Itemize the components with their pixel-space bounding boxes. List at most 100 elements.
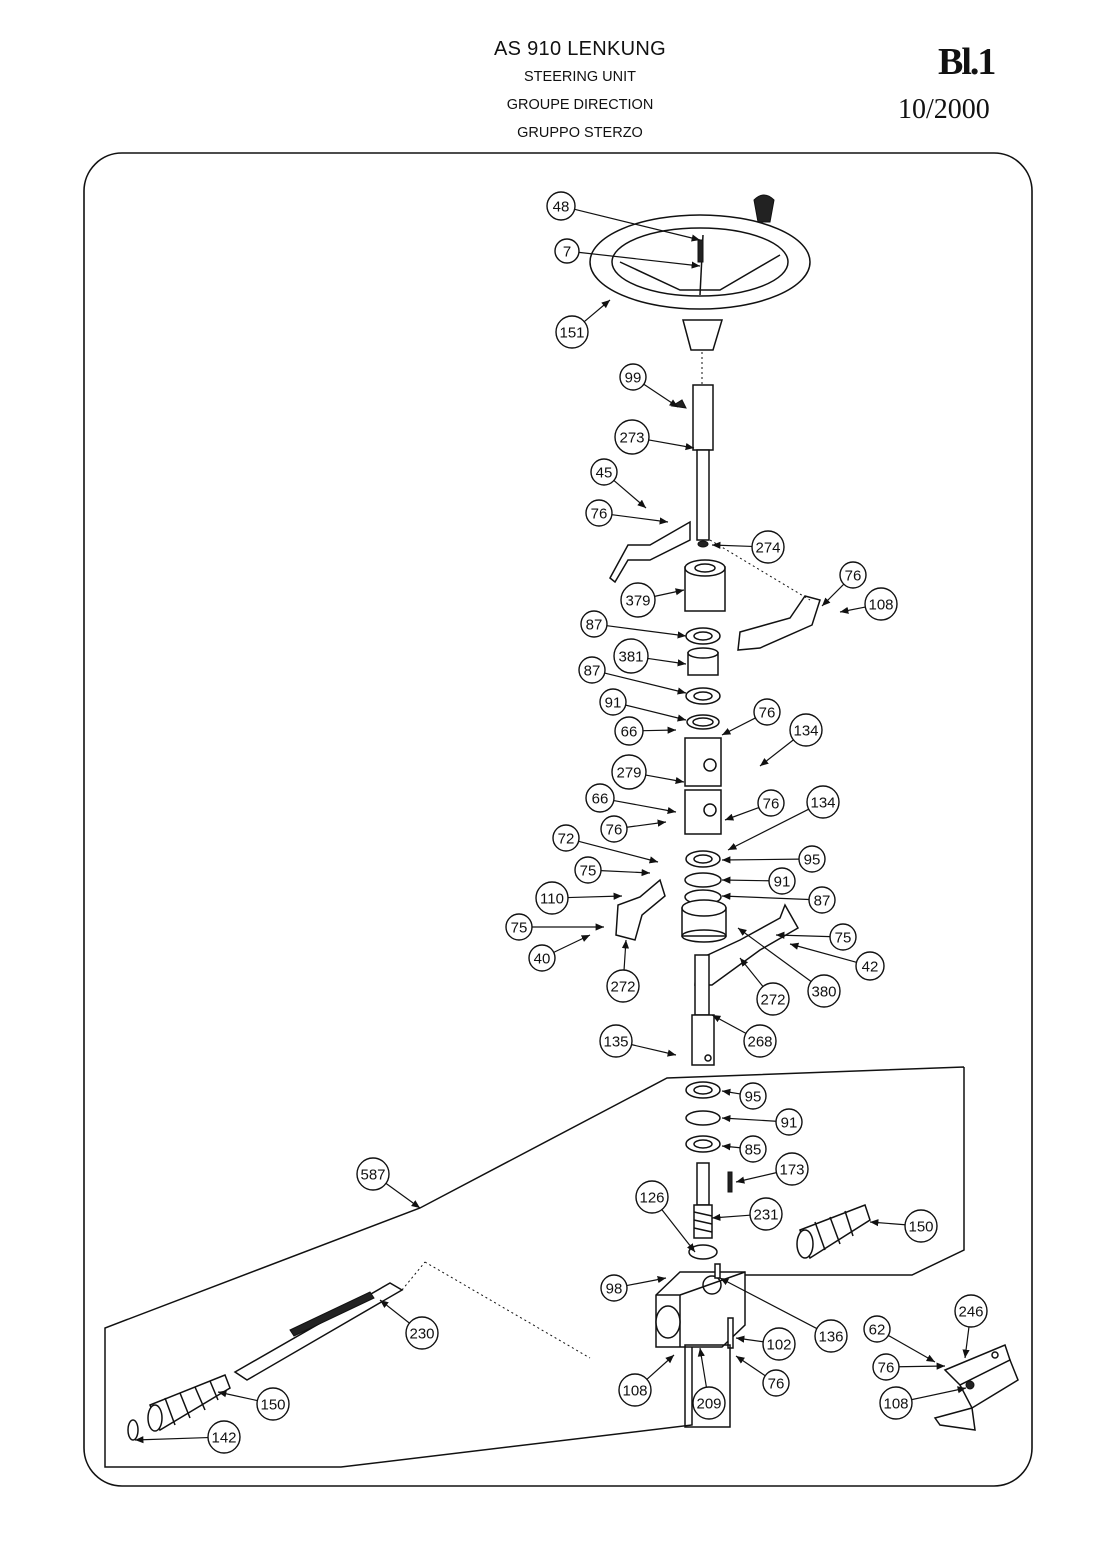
leader-line — [379, 1299, 410, 1324]
callout-bubble — [611, 754, 647, 790]
leader-line — [721, 717, 756, 736]
part-number-label: 87 — [584, 663, 601, 680]
subassembly-outline — [104, 1066, 965, 1468]
leader-line — [711, 1213, 751, 1221]
part-number-label: 62 — [869, 1322, 886, 1339]
callout-272b: 272 — [739, 957, 790, 1016]
part-number-label: 135 — [603, 1034, 628, 1051]
callout-587: 587 — [356, 1157, 421, 1209]
callout-87c: 87 — [721, 886, 836, 914]
callout-76b: 76 — [821, 561, 867, 607]
callout-bubble — [739, 1082, 767, 1110]
part-number-label: 151 — [559, 325, 584, 342]
callout-bubble — [600, 815, 628, 843]
leader-line — [735, 1172, 777, 1184]
part-number-label: 75 — [580, 863, 597, 880]
callout-bubble — [789, 713, 823, 747]
callout-bubble — [528, 944, 556, 972]
leader-line — [567, 892, 623, 900]
leader-line — [645, 774, 685, 785]
diagram-title: AS 910 LENKUNG — [493, 38, 667, 60]
part-number-label: 48 — [553, 199, 570, 216]
leader-line — [631, 1044, 677, 1057]
part-number-label: 76 — [759, 705, 776, 722]
bearing-housing-379 — [684, 559, 726, 612]
callout-268: 268 — [711, 1014, 777, 1058]
part-number-label: 231 — [753, 1207, 778, 1224]
leader-line — [775, 931, 831, 939]
leader-line — [739, 957, 764, 987]
callout-bubble — [555, 315, 589, 349]
bracket-272-left — [615, 878, 666, 941]
leader-line — [735, 1355, 766, 1377]
callout-231: 231 — [711, 1197, 783, 1231]
callout-bubble — [954, 1294, 988, 1328]
callout-91b: 91 — [721, 867, 796, 895]
callout-bubble — [585, 499, 613, 527]
part-number-label: 272 — [760, 992, 785, 1009]
callout-bubble — [574, 856, 602, 884]
leader-line — [661, 1209, 696, 1253]
callout-151: 151 — [555, 299, 611, 349]
callout-bubble — [546, 191, 576, 221]
callout-bubble — [405, 1316, 439, 1350]
leader-line — [759, 739, 794, 767]
callout-bubble — [872, 1353, 900, 1381]
part-number-label: 75 — [511, 920, 528, 937]
leader-line — [962, 1326, 970, 1359]
mounting-bracket — [933, 1343, 1019, 1431]
callout-91c: 91 — [721, 1108, 803, 1136]
callout-91a: 91 — [599, 688, 687, 722]
callout-bubble — [879, 1386, 913, 1420]
leader-line — [600, 868, 651, 877]
callout-bubble — [635, 1180, 669, 1214]
gear-bearing-stack — [685, 1081, 721, 1153]
leader-line — [574, 208, 701, 242]
callout-bubble — [864, 587, 898, 621]
leader-line — [625, 704, 687, 722]
callout-bubble — [839, 561, 867, 589]
callout-bubble — [762, 1369, 790, 1397]
part-number-label: 87 — [586, 617, 603, 634]
callout-bubble — [505, 913, 533, 941]
callout-76a: 76 — [585, 499, 669, 527]
part-number-label: 7 — [563, 244, 571, 261]
part-number-label: 134 — [810, 795, 835, 812]
callout-bubble — [599, 1024, 633, 1058]
part-number-label: 108 — [622, 1383, 647, 1400]
part-number-label: 95 — [804, 852, 821, 869]
callout-75a: 75 — [574, 856, 651, 884]
callout-bubble — [590, 458, 618, 486]
callout-110: 110 — [535, 881, 623, 915]
steering-wheel — [589, 194, 811, 351]
part-number-label: 126 — [639, 1190, 664, 1207]
callout-76g: 76 — [735, 1355, 790, 1397]
callout-bubble — [749, 1197, 783, 1231]
leader-line — [721, 1114, 777, 1123]
callout-bubble — [585, 783, 615, 813]
callout-273: 273 — [614, 419, 695, 455]
part-number-label: 76 — [591, 506, 608, 523]
callout-381: 381 — [613, 638, 687, 674]
callout-209: 209 — [692, 1347, 726, 1420]
leader-line — [727, 808, 809, 851]
part-number-label: 381 — [618, 649, 643, 666]
part-number-label: 279 — [616, 765, 641, 782]
callout-85: 85 — [721, 1135, 767, 1163]
callout-bubble — [762, 1327, 796, 1361]
leader-line — [611, 514, 669, 525]
leader-line — [839, 606, 866, 614]
lower-bearings — [684, 850, 722, 905]
part-number-label: 136 — [818, 1329, 843, 1346]
callout-bubble — [554, 238, 580, 264]
leader-line — [626, 1276, 667, 1287]
callout-126: 126 — [635, 1180, 696, 1253]
callout-379: 379 — [620, 582, 685, 618]
leader-line — [583, 299, 611, 323]
leader-line — [719, 1277, 818, 1330]
callout-bubble — [552, 824, 580, 852]
part-number-label: 40 — [534, 951, 551, 968]
part-number-label: 76 — [606, 822, 623, 839]
callout-bubble — [578, 656, 606, 684]
